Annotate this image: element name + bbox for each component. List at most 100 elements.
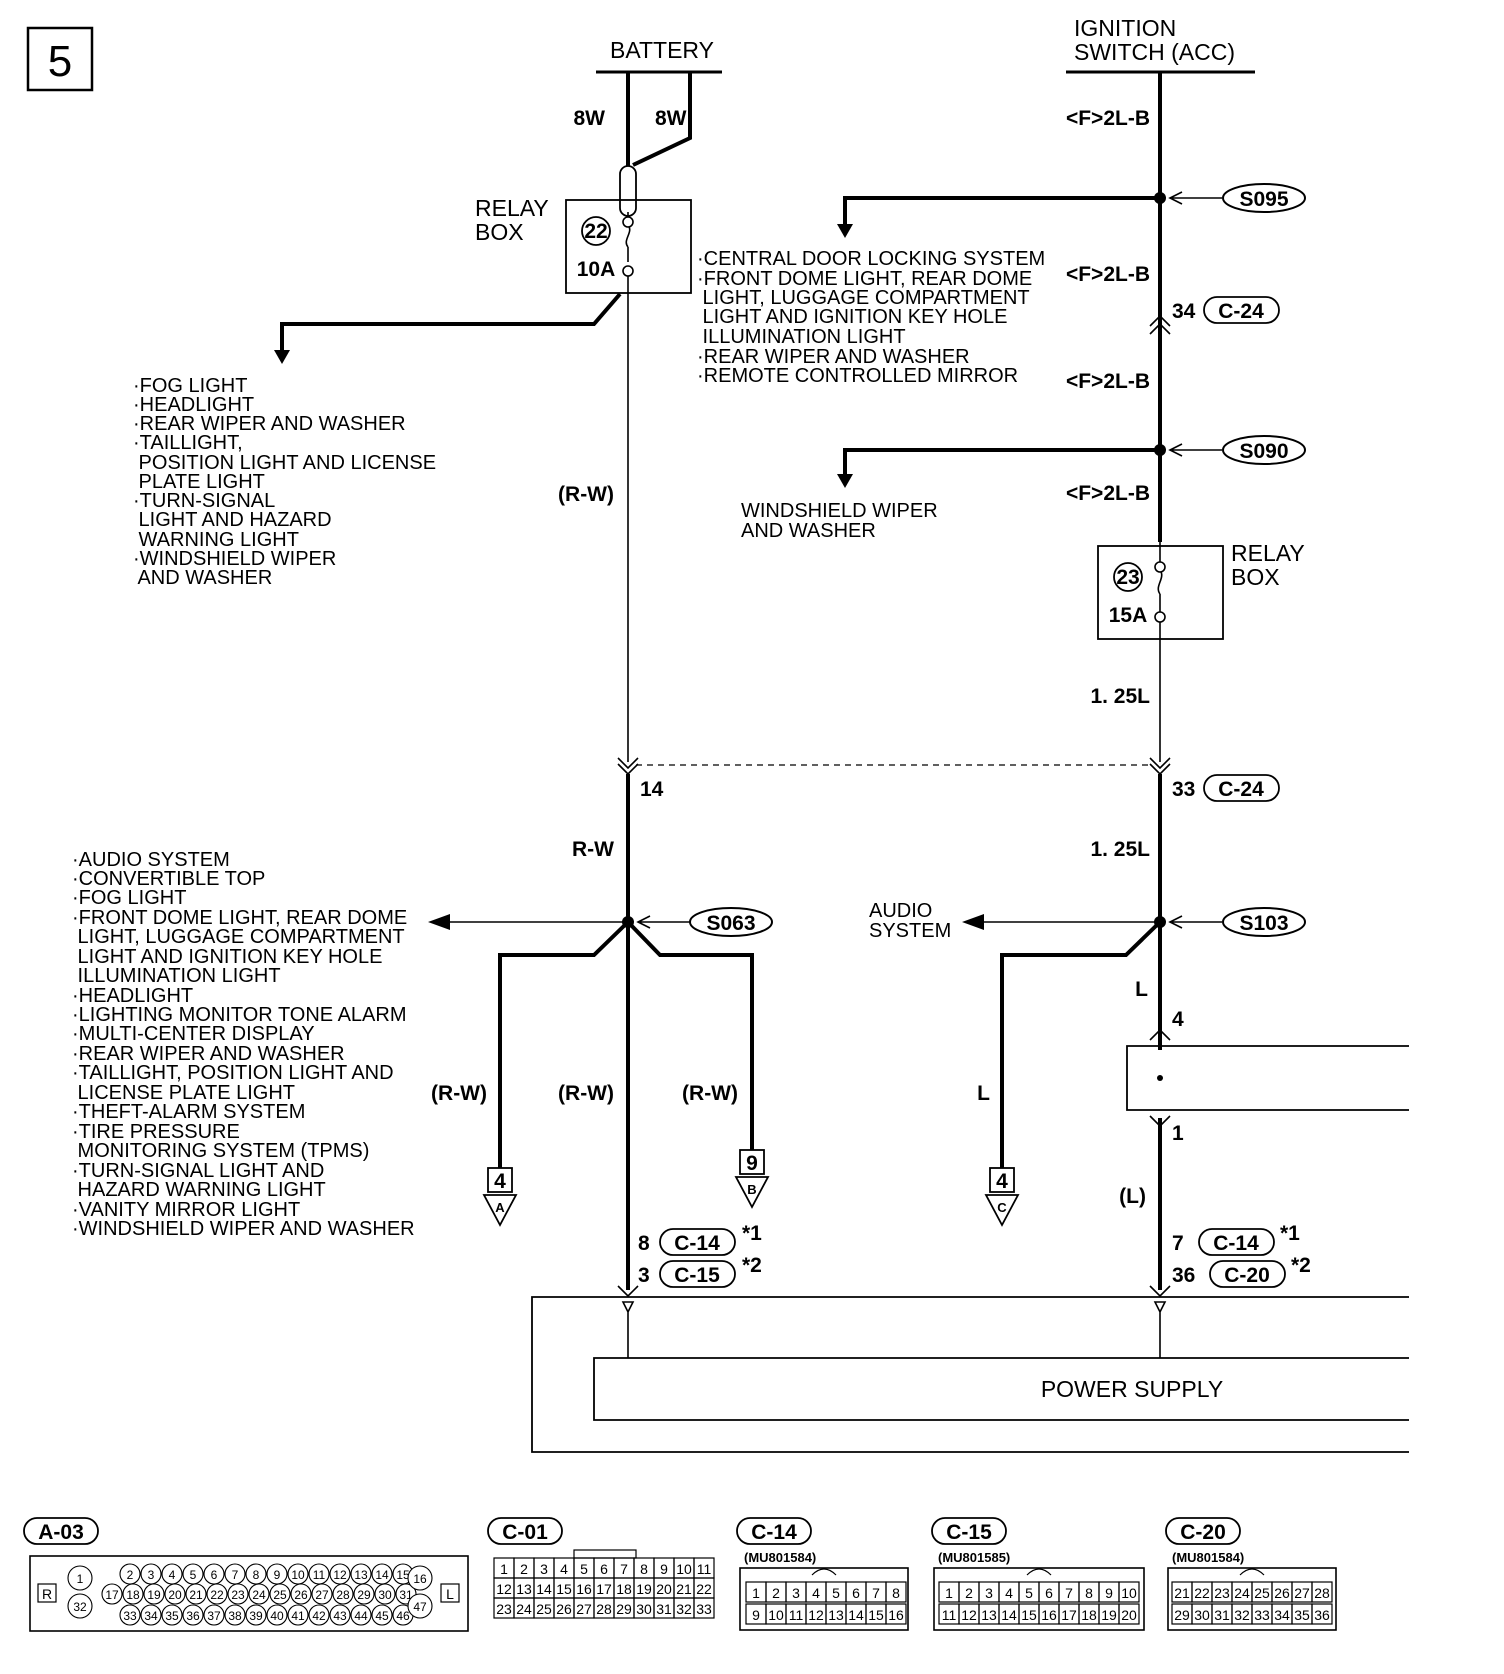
c01-row3-pin: 32 [676, 1601, 692, 1617]
c15-row2-pin: 15 [1021, 1607, 1037, 1623]
c14-right-pin: 7 [1172, 1232, 1184, 1255]
a03-row2-cavity [311, 1583, 333, 1605]
a03-row1-pin: 5 [190, 1568, 197, 1582]
a03-row2-pin: 25 [273, 1588, 287, 1602]
a03-row3-cavity [308, 1604, 330, 1626]
c14-right-note: *1 [1280, 1222, 1300, 1245]
c15-row1-pin: 5 [1025, 1585, 1033, 1601]
c15-row1-pin: 3 [985, 1585, 993, 1601]
c01-row1-pin: 2 [520, 1561, 528, 1577]
c15-row2-pin: 19 [1101, 1607, 1117, 1623]
a03-row2-pin: 20 [168, 1588, 182, 1602]
a03-row2-cavity [290, 1583, 312, 1605]
battery-label: BATTERY [610, 37, 714, 63]
power-supply-box [593, 1357, 1409, 1421]
fuse22-item: LIGHT AND HAZARD [133, 509, 332, 531]
a03-row1-pin: 6 [211, 1568, 218, 1582]
ref-a-box [487, 1167, 513, 1193]
s063-item: MONITORING SYSTEM (TPMS) [72, 1140, 369, 1162]
c01-row2-pin: 21 [676, 1581, 692, 1597]
ecu-term-right [1153, 1301, 1167, 1358]
a03-row1-pin: 4 [169, 1568, 176, 1582]
c01-row1-pin: 5 [580, 1561, 588, 1577]
s063-item: ·VANITY MIRROR LIGHT [72, 1199, 300, 1221]
relay-box-left-label2: BOX [475, 219, 524, 245]
splice-s090-tag [1222, 435, 1306, 465]
c24-34-name: C-24 [1218, 300, 1264, 323]
wire-right-l: L [1135, 978, 1148, 1001]
s063-item: LIGHT AND IGNITION KEY HOLE [72, 946, 382, 968]
c15-row1-pin: 6 [1045, 1585, 1053, 1601]
wire-left-rw-paren: (R-W) [558, 483, 614, 506]
wire-125l-1: 1. 25L [1090, 685, 1150, 708]
a03-name: A-03 [38, 1521, 84, 1544]
fuse-23-term-bottom [1154, 611, 1166, 623]
s090-item: AND WASHER [741, 520, 876, 542]
c24-34-tag [1203, 296, 1280, 324]
a03-row2-pin: 27 [315, 1588, 329, 1602]
fuse22-item: ·FOG LIGHT [133, 375, 247, 397]
s063-item: ·REAR WIPER AND WASHER [72, 1043, 345, 1065]
s063-item: HAZARD WARNING LIGHT [72, 1179, 326, 1201]
a03-row3-pin: 43 [333, 1609, 347, 1623]
c01-name: C-01 [502, 1521, 548, 1544]
s063-item: ·TAILLIGHT, POSITION LIGHT AND [72, 1062, 394, 1084]
wire-125l-2: 1. 25L [1090, 838, 1150, 861]
a03-row3-pin: 40 [270, 1609, 284, 1623]
c14-row1-pin: 7 [872, 1585, 880, 1601]
wire-ign-2: <F>2L-B [1066, 263, 1150, 286]
s103-item: AUDIO [869, 900, 932, 922]
c14-row2-cell [885, 1603, 907, 1625]
c14-row1-pin: 3 [792, 1585, 800, 1601]
c15-row1-pin: 2 [965, 1585, 973, 1601]
a03-row1-pin: 14 [375, 1568, 389, 1582]
ref-c-triangle [984, 1194, 1020, 1227]
c14-left-note: *1 [742, 1222, 762, 1245]
a03-row2-cavity [122, 1583, 144, 1605]
s095-branch-arrow [837, 224, 853, 238]
c15-row2-pin: 16 [1041, 1607, 1057, 1623]
inline-component [1126, 1045, 1409, 1111]
c01-row3-cell [693, 1597, 715, 1619]
c15-row2-pin: 17 [1061, 1607, 1077, 1623]
s063-item: ·WINDSHIELD WIPER AND WASHER [72, 1218, 415, 1240]
c15-row2-pin: 11 [942, 1607, 957, 1623]
c20-row2-pin: 29 [1174, 1607, 1190, 1623]
a03-row3-pin: 45 [375, 1609, 389, 1623]
s063-item: ILLUMINATION LIGHT [72, 965, 281, 987]
wire-branch-main: (R-W) [558, 1082, 614, 1105]
a03-row3-cavity [371, 1604, 393, 1626]
wire-ign-1: <F>2L-B [1066, 107, 1150, 130]
fuse22-item: ·HEADLIGHT [133, 394, 254, 416]
c01-row1-pin: 6 [600, 1561, 608, 1577]
a03-side-cavity [407, 1593, 433, 1619]
c15-part: (MU801585) [938, 1550, 1010, 1565]
page-number: 5 [48, 37, 72, 86]
a03-row3-cavity [266, 1604, 288, 1626]
c01-row2-pin: 22 [696, 1581, 712, 1597]
c20-row1-pin: 25 [1254, 1585, 1270, 1601]
a03-row1-pin: 12 [333, 1568, 347, 1582]
c15-left-tag [659, 1260, 736, 1288]
fuse-22-number: 22 [584, 220, 607, 243]
c01-row3-pin: 26 [556, 1601, 572, 1617]
splice-s063-label: S063 [706, 912, 755, 935]
c20-name: C-20 [1180, 1521, 1226, 1544]
s103-item: SYSTEM [869, 920, 951, 942]
a03-row3-pin: 36 [186, 1609, 200, 1623]
a03-row2-cavity [374, 1583, 396, 1605]
c20-row1-pin: 26 [1274, 1585, 1290, 1601]
s063-branch-list: ·AUDIO SYSTEM ·CONVERTIBLE TOP ·FOG LIGH… [72, 849, 415, 1240]
a03-side-pin: 47 [413, 1600, 427, 1614]
fuse-23-amp: 15A [1109, 604, 1148, 627]
fuse-22-term-top [622, 216, 634, 228]
a03-row2-pin: 17 [105, 1588, 119, 1602]
ref-b-triangle [734, 1176, 770, 1209]
c15-row2-cell [1118, 1603, 1140, 1625]
a03-row2-pin: 28 [336, 1588, 350, 1602]
a03-row3-cavity [119, 1604, 141, 1626]
c20-part: (MU801584) [1172, 1550, 1244, 1565]
c01-row3-pin: 31 [656, 1601, 672, 1617]
